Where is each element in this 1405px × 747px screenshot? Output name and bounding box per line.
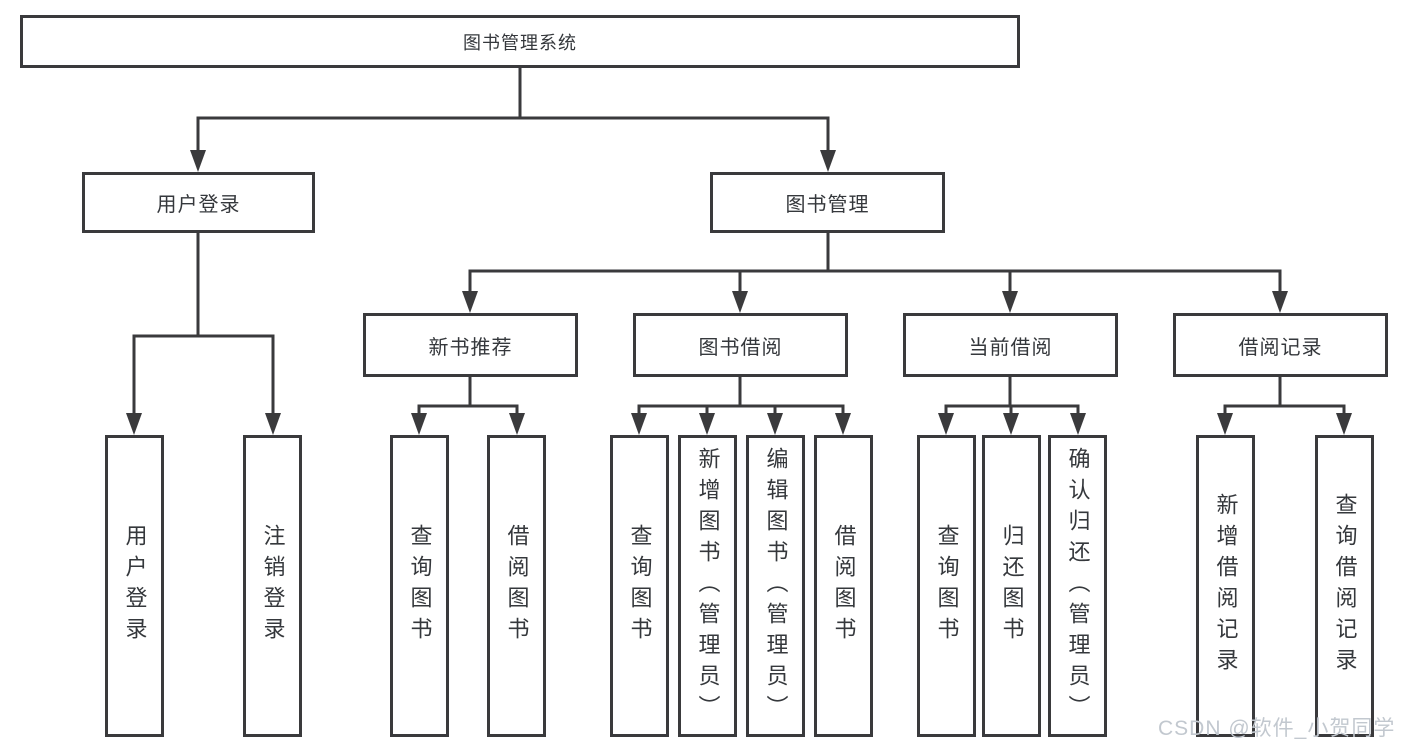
leaf-records-add-record-label: 新增借阅记录: [1213, 493, 1239, 679]
node-new-book-recommend: 新书推荐: [363, 313, 578, 377]
node-user-login-label: 用户登录: [156, 194, 241, 216]
leaf-borrow-borrow-books: 借阅图书: [814, 435, 873, 737]
leaf-current-query-books: 查询图书: [917, 435, 976, 737]
node-root-label: 图书管理系统: [463, 32, 577, 53]
leaf-borrow-edit-books-admin-label: 编辑图书（管理员）: [763, 446, 789, 726]
leaf-logout-label: 注销登录: [260, 524, 286, 648]
node-book-borrow: 图书借阅: [633, 313, 848, 377]
leaf-borrow-borrow-books-label: 借阅图书: [831, 524, 857, 648]
leaf-user-login-label: 用户登录: [122, 524, 148, 648]
leaf-borrow-query-books-label: 查询图书: [627, 524, 653, 648]
node-current-borrow: 当前借阅: [903, 313, 1118, 377]
leaf-borrow-query-books: 查询图书: [610, 435, 669, 737]
leaf-borrow-edit-books-admin: 编辑图书（管理员）: [746, 435, 805, 737]
node-current-borrow-label: 当前借阅: [968, 336, 1053, 359]
leaf-records-query-record: 查询借阅记录: [1315, 435, 1374, 737]
csdn-watermark: CSDN @软件_小贺同学: [1158, 717, 1396, 740]
leaf-user-login: 用户登录: [105, 435, 164, 737]
leaf-current-return-books: 归还图书: [982, 435, 1041, 737]
leaf-newbook-query-books-label: 查询图书: [407, 524, 433, 648]
leaf-newbook-borrow-books: 借阅图书: [487, 435, 546, 737]
node-borrow-records: 借阅记录: [1173, 313, 1388, 377]
leaf-borrow-add-books-admin-label: 新增图书（管理员）: [695, 446, 721, 726]
leaf-borrow-add-books-admin: 新增图书（管理员）: [678, 435, 737, 737]
leaf-logout: 注销登录: [243, 435, 302, 737]
leaf-current-confirm-return-admin: 确认归还（管理员）: [1048, 435, 1107, 737]
leaf-records-add-record: 新增借阅记录: [1196, 435, 1255, 737]
node-root: 图书管理系统: [20, 15, 1020, 68]
node-new-book-recommend-label: 新书推荐: [428, 336, 513, 359]
leaf-current-query-books-label: 查询图书: [934, 524, 960, 648]
node-borrow-records-label: 借阅记录: [1238, 336, 1323, 359]
arrowheads: [126, 150, 1352, 435]
leaf-records-query-record-label: 查询借阅记录: [1332, 493, 1358, 679]
node-user-login: 用户登录: [82, 172, 315, 233]
node-book-mgmt: 图书管理: [710, 172, 945, 233]
leaf-current-confirm-return-admin-label: 确认归还（管理员）: [1065, 446, 1091, 726]
node-book-mgmt-label: 图书管理: [785, 194, 870, 216]
leaf-newbook-query-books: 查询图书: [390, 435, 449, 737]
node-book-borrow-label: 图书借阅: [698, 336, 783, 359]
leaf-current-return-books-label: 归还图书: [999, 524, 1025, 648]
leaf-newbook-borrow-books-label: 借阅图书: [504, 524, 530, 648]
